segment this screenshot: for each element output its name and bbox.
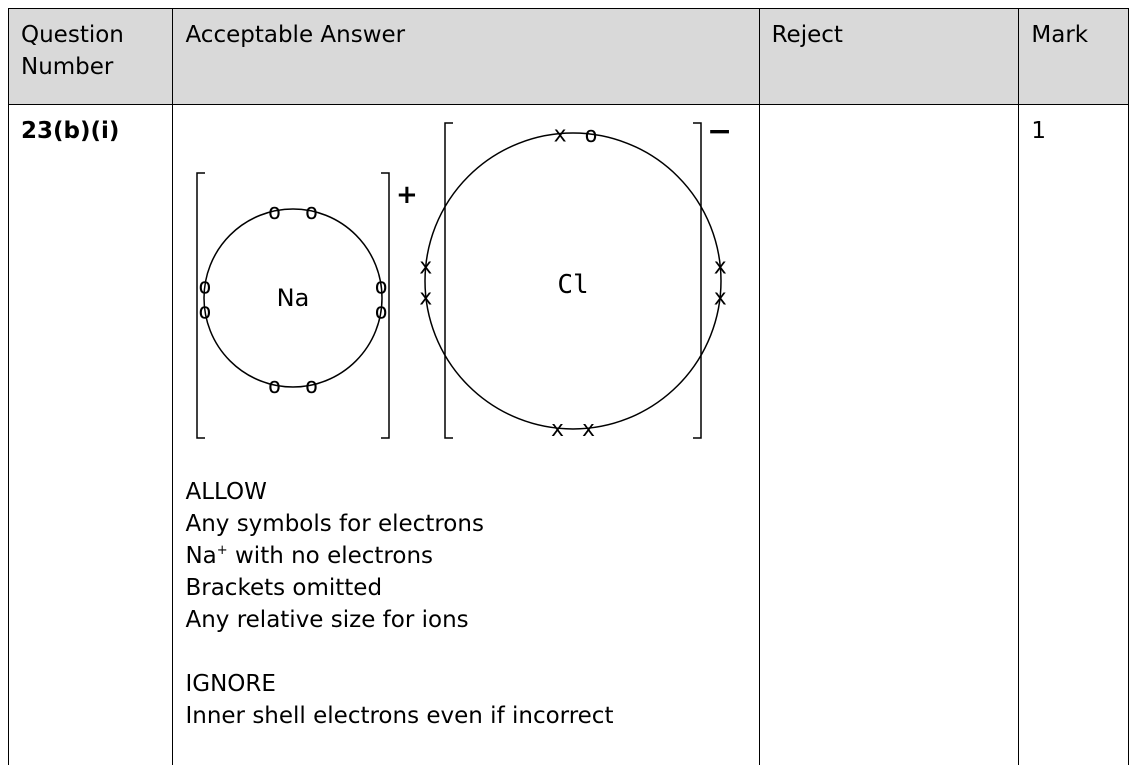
question-number: 23(b)(i)	[21, 118, 120, 144]
question-number-cell: 23(b)(i)	[7, 104, 174, 765]
na-symbol: Na	[277, 284, 310, 312]
na-electron: o	[268, 200, 281, 225]
cl-right-bracket	[693, 122, 703, 439]
allow-item-text: with no electrons	[235, 543, 434, 569]
cl-electron: x	[554, 123, 567, 148]
mark-value: 1	[1031, 118, 1047, 144]
allow-item: Brackets omitted	[185, 575, 383, 601]
na-right-bracket	[381, 172, 391, 439]
na-electron: o	[375, 299, 388, 324]
header-question-number-text: Question Number	[21, 22, 124, 80]
cl-electron: o	[585, 123, 598, 148]
allow-item: Any symbols for electrons	[185, 511, 484, 537]
na-electron: o	[305, 374, 318, 399]
header-reject: Reject	[758, 8, 1020, 105]
na-electron: o	[375, 275, 388, 300]
allow-item-na-plus: Na+ with no electrons	[185, 540, 613, 572]
header-row: Question Number Acceptable Answer Reject…	[7, 8, 1129, 105]
header-reject-text: Reject	[771, 22, 843, 48]
answer-notes: ALLOW Any symbols for electrons Na+ with…	[185, 476, 613, 732]
na-electron: o	[199, 299, 212, 324]
cl-electron: x	[551, 417, 564, 442]
header-mark: Mark	[1018, 8, 1129, 105]
na-plus-sup: +	[216, 543, 228, 558]
na-plus-base: Na	[185, 543, 217, 569]
ignore-item: Inner shell electrons even if incorrect	[185, 703, 614, 729]
header-mark-text: Mark	[1031, 22, 1089, 48]
na-electron: o	[268, 374, 281, 399]
na-shell	[203, 208, 384, 388]
allow-item: Any relative size for ions	[185, 607, 469, 633]
reject-cell	[758, 104, 1020, 765]
na-electron: o	[199, 275, 212, 300]
allow-heading: ALLOW	[185, 479, 267, 505]
cl-electron: x	[714, 286, 727, 311]
na-left-bracket	[196, 172, 206, 439]
cl-electron: x	[420, 286, 433, 311]
na-electron: o	[305, 200, 318, 225]
header-acceptable-answer-text: Acceptable Answer	[185, 22, 406, 48]
header-question-number: Question Number	[7, 8, 174, 105]
mark-scheme-table: Question Number Acceptable Answer Reject…	[7, 8, 1129, 765]
header-acceptable-answer: Acceptable Answer	[172, 8, 760, 105]
cl-electron: x	[420, 255, 433, 280]
cl-left-bracket	[444, 122, 454, 439]
cl-shell	[424, 132, 723, 430]
cl-charge: −	[707, 114, 732, 149]
cl-electron: x	[714, 255, 727, 280]
spacer	[185, 636, 613, 668]
cl-electron: x	[582, 417, 595, 442]
na-charge: +	[396, 180, 418, 210]
cl-symbol: Cl	[558, 270, 589, 300]
ignore-heading: IGNORE	[185, 671, 276, 697]
mark-cell: 1	[1018, 104, 1129, 765]
